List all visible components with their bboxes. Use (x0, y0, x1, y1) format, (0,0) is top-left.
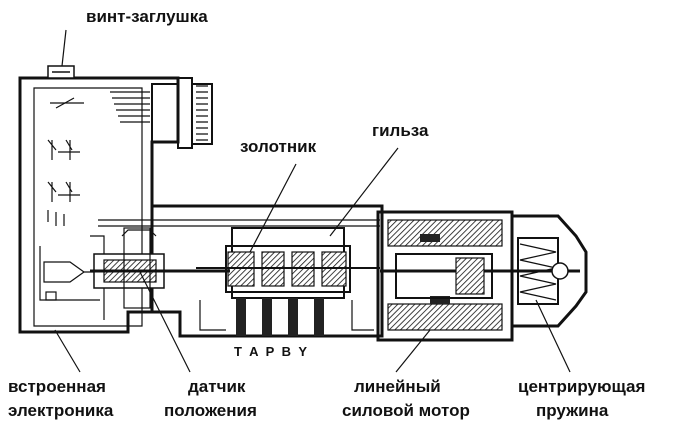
electronics-housing (18, 65, 180, 334)
connector (151, 77, 213, 149)
valve-body (98, 204, 384, 338)
label-plug-screw: винт-заглушка (86, 7, 208, 26)
label-spring-line1: центрирующая (518, 377, 645, 396)
linear-force-motor (376, 210, 580, 342)
label-motor-line2: силовой мотор (342, 401, 470, 420)
label-spring-line2: пружина (536, 401, 609, 420)
position-sensor (90, 227, 230, 309)
label-electronics-line2: электроника (8, 401, 114, 420)
label-motor-line1: линейный (354, 377, 441, 396)
label-electronics-line1: встроенная (8, 377, 106, 396)
port-labels: T A P B Y (234, 344, 309, 359)
label-sleeve: гильза (372, 121, 429, 140)
leader-lines (54, 29, 571, 373)
label-sensor-line1: датчик (188, 377, 246, 396)
label-spool: золотник (240, 137, 317, 156)
label-sensor-line2: положения (164, 401, 257, 420)
